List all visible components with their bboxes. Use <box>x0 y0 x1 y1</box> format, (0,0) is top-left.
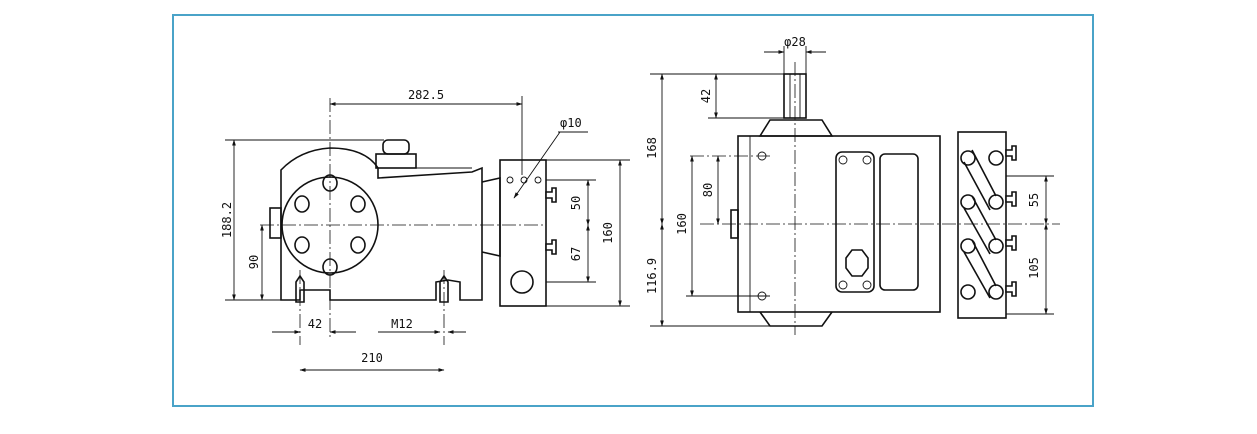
dim-160: 160 <box>601 222 615 244</box>
dim-phi28: φ28 <box>784 35 806 49</box>
dim-210: 210 <box>361 351 383 365</box>
plate-bolt <box>545 239 557 255</box>
outlet-port <box>510 270 534 294</box>
bolt-hole <box>294 236 310 254</box>
dim-160-front: 160 <box>675 213 689 235</box>
manifold-bolt <box>1005 235 1017 251</box>
dim-105: 105 <box>1027 257 1041 279</box>
inspection-cover <box>835 151 875 293</box>
dim-168: 168 <box>645 137 659 159</box>
dim-67: 67 <box>569 247 583 261</box>
oil-cap <box>845 249 869 277</box>
cover-bolt <box>862 155 872 165</box>
dim-42-front: 42 <box>699 89 713 103</box>
dim-90: 90 <box>247 255 261 269</box>
side-view: 282.5 φ10 188.2 90 50 67 160 42 M12 <box>220 88 630 372</box>
top-knob <box>382 139 410 155</box>
cover-bolt <box>838 280 848 290</box>
cover-bolt <box>838 155 848 165</box>
foot-stud <box>295 274 305 303</box>
manifold-bolt <box>1005 281 1017 297</box>
front-view: φ28 42 168 116.9 80 160 55 105 <box>645 35 1060 335</box>
shaft-stub <box>269 207 282 239</box>
bottom-foot <box>759 311 833 327</box>
dim-116-9: 116.9 <box>645 258 659 294</box>
side-window <box>879 153 919 291</box>
dim-80: 80 <box>701 183 715 197</box>
dim-55: 55 <box>1027 193 1041 207</box>
leader-line <box>513 131 561 199</box>
bearing-cap <box>758 119 834 137</box>
dim-282-5: 282.5 <box>408 88 444 102</box>
manifold-bolt <box>1005 191 1017 207</box>
dim-m12: M12 <box>391 317 413 331</box>
dim-phi10: φ10 <box>560 116 582 130</box>
connector-neck <box>481 177 501 257</box>
pump-housing <box>280 147 483 301</box>
dim-42: 42 <box>308 317 322 331</box>
knob-base <box>375 153 417 169</box>
small-hole <box>534 176 542 184</box>
foot-stud <box>439 274 449 303</box>
bolt-hole <box>294 195 310 213</box>
manifold-plate <box>499 159 547 307</box>
dim-50: 50 <box>569 196 583 210</box>
manifold-block <box>957 131 1007 319</box>
dim-188-2: 188.2 <box>220 202 234 238</box>
cover-bolt <box>862 280 872 290</box>
bolt-hole <box>350 195 366 213</box>
bolt-hole <box>350 236 366 254</box>
manifold-bolt <box>1005 145 1017 161</box>
small-hole <box>506 176 514 184</box>
plate-bolt <box>545 187 557 203</box>
valve-caps <box>960 149 1004 300</box>
